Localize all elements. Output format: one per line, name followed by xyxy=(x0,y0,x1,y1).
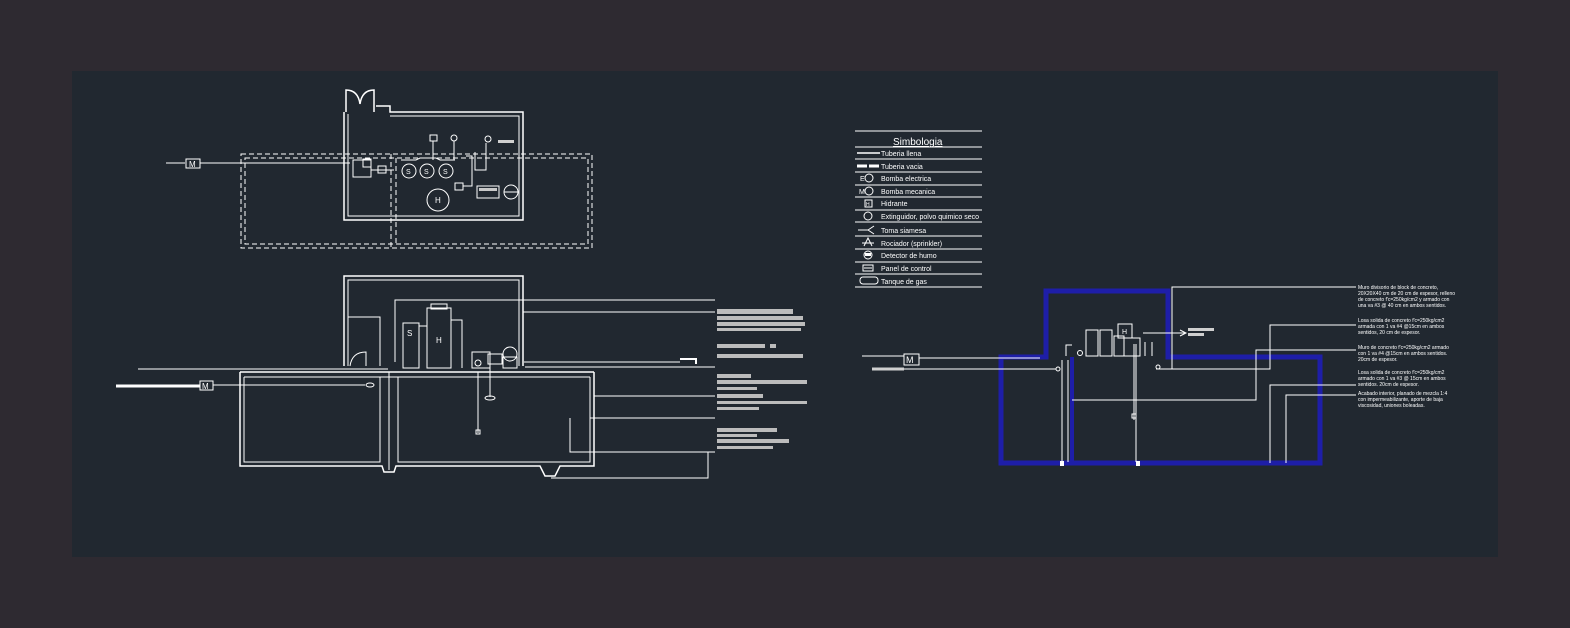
section-right-tank-label: H xyxy=(1122,329,1127,336)
note-line: sentidos. 20cm de espesor. xyxy=(1358,382,1419,388)
legend-item-label: Rociador (sprinkler) xyxy=(881,241,942,248)
section-right-meter-label: M xyxy=(906,355,914,365)
section-left-meter-label: M xyxy=(202,382,209,391)
legend-item-label: Bomba electrica xyxy=(881,176,931,183)
plan-pump-label: S xyxy=(443,169,448,176)
legend-item-label: Detector de humo xyxy=(881,253,937,260)
smoke-detector-icon xyxy=(863,250,873,260)
legend-title: Simbologia xyxy=(893,137,943,148)
plan-meter-label: M xyxy=(189,160,196,169)
note-line: armado con 1 va #3 @ 15cm en ambos xyxy=(1358,376,1446,382)
note-line: sentidos, 20 cm de espesor. xyxy=(1358,330,1420,336)
electric-pump-icon: E xyxy=(860,173,874,183)
siamese-intake-icon xyxy=(858,225,875,235)
note-line: 20cm de espesor. xyxy=(1358,357,1397,363)
legend-item-label: Tuberia llena xyxy=(881,151,921,158)
plan-view: M S S S H xyxy=(166,89,593,249)
legend-item-label: Extinguidor, polvo quimico seco xyxy=(881,214,979,221)
note-line: Acabado interior, planado de mezcla 1:4 xyxy=(1358,391,1447,397)
note-line: de concreto f'c=250kg/cm2 y armado con xyxy=(1358,297,1450,303)
section-left: M S H xyxy=(116,275,807,479)
legend-item-label: Tanque de gas xyxy=(881,279,927,286)
cad-drawing: M S S S H xyxy=(116,89,1455,479)
legend-item-label: Toma siamesa xyxy=(881,228,926,235)
legend-item-label: Panel de control xyxy=(881,266,932,273)
section-left-labels xyxy=(717,309,807,449)
sprinkler-icon xyxy=(862,236,874,247)
svg-text:H: H xyxy=(866,202,870,208)
legend: Simbologia Tuberia llena Tuberia vacia E… xyxy=(855,130,982,288)
note-line: con impermeabilizante, aporte de baja xyxy=(1358,397,1443,403)
svg-text:E: E xyxy=(860,176,865,183)
section-right: M H Muro divisorio de block de concreto,… xyxy=(862,285,1455,466)
legend-item-label: Tuberia vacia xyxy=(881,164,923,171)
section-left-tank-label: H xyxy=(436,336,442,345)
hydrant-icon: H xyxy=(864,199,873,208)
note-line: viscosidad, uniones boleadas. xyxy=(1358,403,1425,409)
mechanical-pump-icon: M xyxy=(859,186,874,196)
note-line: Muro de concreto f'c=250kg/cm2 armado xyxy=(1358,345,1449,351)
note-line: Losa solida de concreto f'c=250kg/cm2 xyxy=(1358,318,1445,324)
plan-tank-label: H xyxy=(435,196,441,205)
construction-notes: Muro divisorio de block de concreto, 20X… xyxy=(1358,285,1455,409)
note-line: 20X20X40 cm de 20 cm de espesor, relleno xyxy=(1358,291,1455,297)
note-line: una va #3 @ 40 cm en ambos sentidos. xyxy=(1358,303,1446,309)
note-line: Losa solida de concreto f'c=250kg/cm2 xyxy=(1358,370,1445,376)
section-left-tank-label: S xyxy=(407,329,412,338)
control-panel-icon xyxy=(862,264,874,272)
note-line: con 1 va #4 @15cm en ambos sentidos. xyxy=(1358,351,1447,357)
plan-pump-label: S xyxy=(406,169,411,176)
note-line: armada con 1 va #4 @15cm en ambos xyxy=(1358,324,1445,330)
legend-item-label: Hidrante xyxy=(881,201,908,208)
legend-item-label: Bomba mecanica xyxy=(881,189,935,196)
note-line: Muro divisorio de block de concreto, xyxy=(1358,285,1438,291)
plan-pump-label: S xyxy=(424,169,429,176)
extinguisher-icon xyxy=(863,211,873,221)
gas-tank-icon xyxy=(859,276,879,285)
drawing-sheet: M S S S H xyxy=(72,71,1498,557)
svg-text:M: M xyxy=(859,189,865,196)
